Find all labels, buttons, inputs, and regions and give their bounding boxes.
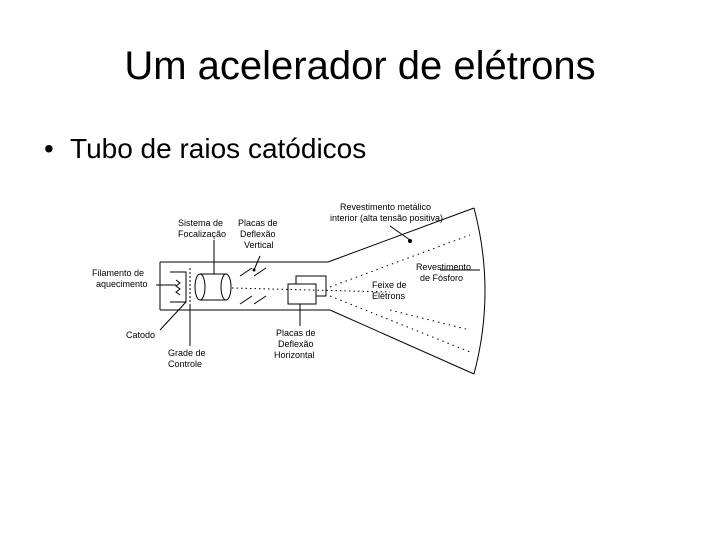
electron-beam-core xyxy=(231,287,391,293)
label-cathode: Catodo xyxy=(126,330,155,340)
bullet-text: Tubo de raios catódicos xyxy=(70,133,367,164)
horizontal-plate-front xyxy=(287,283,317,305)
tube-flare-bottom xyxy=(329,309,475,375)
arrow-dot-metallic xyxy=(408,239,412,243)
vertical-plate-bottom-2 xyxy=(253,295,267,305)
vertical-plate-top-2 xyxy=(253,267,267,277)
tube-flare-top xyxy=(327,207,475,263)
bullet-item: • Tubo de raios catódicos xyxy=(44,131,366,167)
vertical-plate-top-1 xyxy=(239,267,253,277)
leader-metallic xyxy=(389,225,411,241)
electron-beam-lower xyxy=(329,295,471,353)
filament-coil xyxy=(175,279,181,296)
vertical-plate-bottom-1 xyxy=(239,295,253,305)
tube-screen xyxy=(473,207,486,375)
leader-cathode xyxy=(159,301,187,331)
electron-beam-mid xyxy=(389,309,471,331)
leader-vertical xyxy=(253,255,261,271)
filament-box xyxy=(170,271,187,303)
slide-title: Um acelerador de elétrons xyxy=(124,44,596,88)
bullet-dot: • xyxy=(44,133,54,164)
arrow-dot-vertical xyxy=(252,268,256,272)
focus-cylinder-front xyxy=(194,273,206,301)
focus-cylinder-back xyxy=(220,273,232,301)
